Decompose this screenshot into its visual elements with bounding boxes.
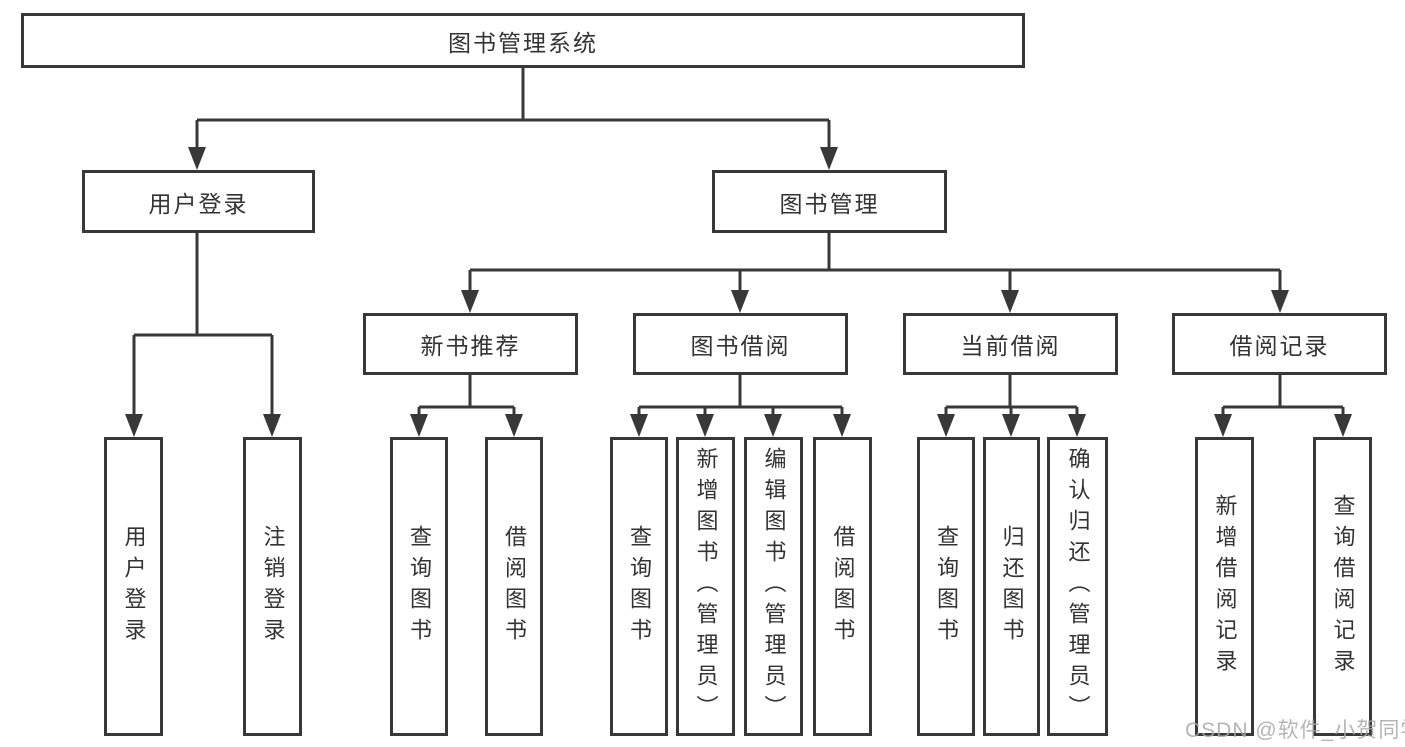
leaf-add-borrow-record: 新增借阅记录 (1195, 437, 1254, 736)
node-book-borrow: 图书借阅 (633, 313, 848, 375)
node-book-management: 图书管理 (712, 170, 947, 233)
node-user-login: 用户登录 (82, 170, 315, 233)
leaf-query-books-recommend: 查询图书 (390, 437, 448, 736)
leaf-query-borrow-record-label: 查询借阅记录 (1330, 493, 1356, 680)
leaf-add-books-admin: 新增图书（管理员） (676, 437, 735, 736)
leaf-borrow-books-label: 借阅图书 (830, 524, 856, 649)
node-new-book-recommend-label: 新书推荐 (420, 333, 521, 359)
leaf-query-borrow-record: 查询借阅记录 (1313, 437, 1372, 736)
csdn-watermark: CSDN @软件_小贺同学 (1185, 719, 1405, 742)
leaf-edit-books-admin: 编辑图书（管理员） (744, 437, 803, 736)
leaf-query-books-recommend-label: 查询图书 (407, 524, 432, 649)
leaf-edit-books-admin-label: 编辑图书（管理员） (761, 447, 787, 726)
node-book-borrow-label: 图书借阅 (690, 333, 791, 359)
leaf-query-books-borrow: 查询图书 (610, 437, 668, 736)
node-new-book-recommend: 新书推荐 (363, 313, 578, 375)
leaf-query-books-current: 查询图书 (917, 437, 975, 736)
node-library-system-label: 图书管理系统 (448, 29, 598, 56)
leaf-return-books: 归还图书 (983, 437, 1040, 736)
node-library-system: 图书管理系统 (21, 13, 1025, 68)
leaf-add-books-admin-label: 新增图书（管理员） (693, 447, 719, 726)
arrowheads (125, 147, 1352, 437)
node-borrow-records: 借阅记录 (1172, 313, 1387, 375)
leaf-user-login: 用户登录 (104, 437, 163, 736)
leaf-logout-label: 注销登录 (260, 524, 286, 649)
node-book-management-label: 图书管理 (779, 190, 880, 217)
leaf-borrow-books: 借阅图书 (813, 437, 872, 736)
leaf-logout: 注销登录 (243, 437, 302, 736)
node-borrow-records-label: 借阅记录 (1229, 333, 1330, 359)
leaf-confirm-return-admin-label: 确认归还（管理员） (1065, 447, 1091, 726)
leaf-confirm-return-admin: 确认归还（管理员） (1047, 437, 1108, 736)
node-current-borrow-label: 当前借阅 (960, 333, 1061, 359)
node-current-borrow: 当前借阅 (903, 313, 1118, 375)
leaf-borrow-books-recommend-label: 借阅图书 (502, 524, 527, 649)
leaf-query-books-current-label: 查询图书 (934, 524, 959, 649)
node-user-login-label: 用户登录 (148, 190, 249, 217)
leaf-add-borrow-record-label: 新增借阅记录 (1212, 493, 1238, 680)
leaf-return-books-label: 归还图书 (999, 524, 1025, 649)
leaf-borrow-books-recommend: 借阅图书 (485, 437, 543, 736)
leaf-user-login-label: 用户登录 (121, 524, 147, 649)
leaf-query-books-borrow-label: 查询图书 (627, 524, 652, 649)
